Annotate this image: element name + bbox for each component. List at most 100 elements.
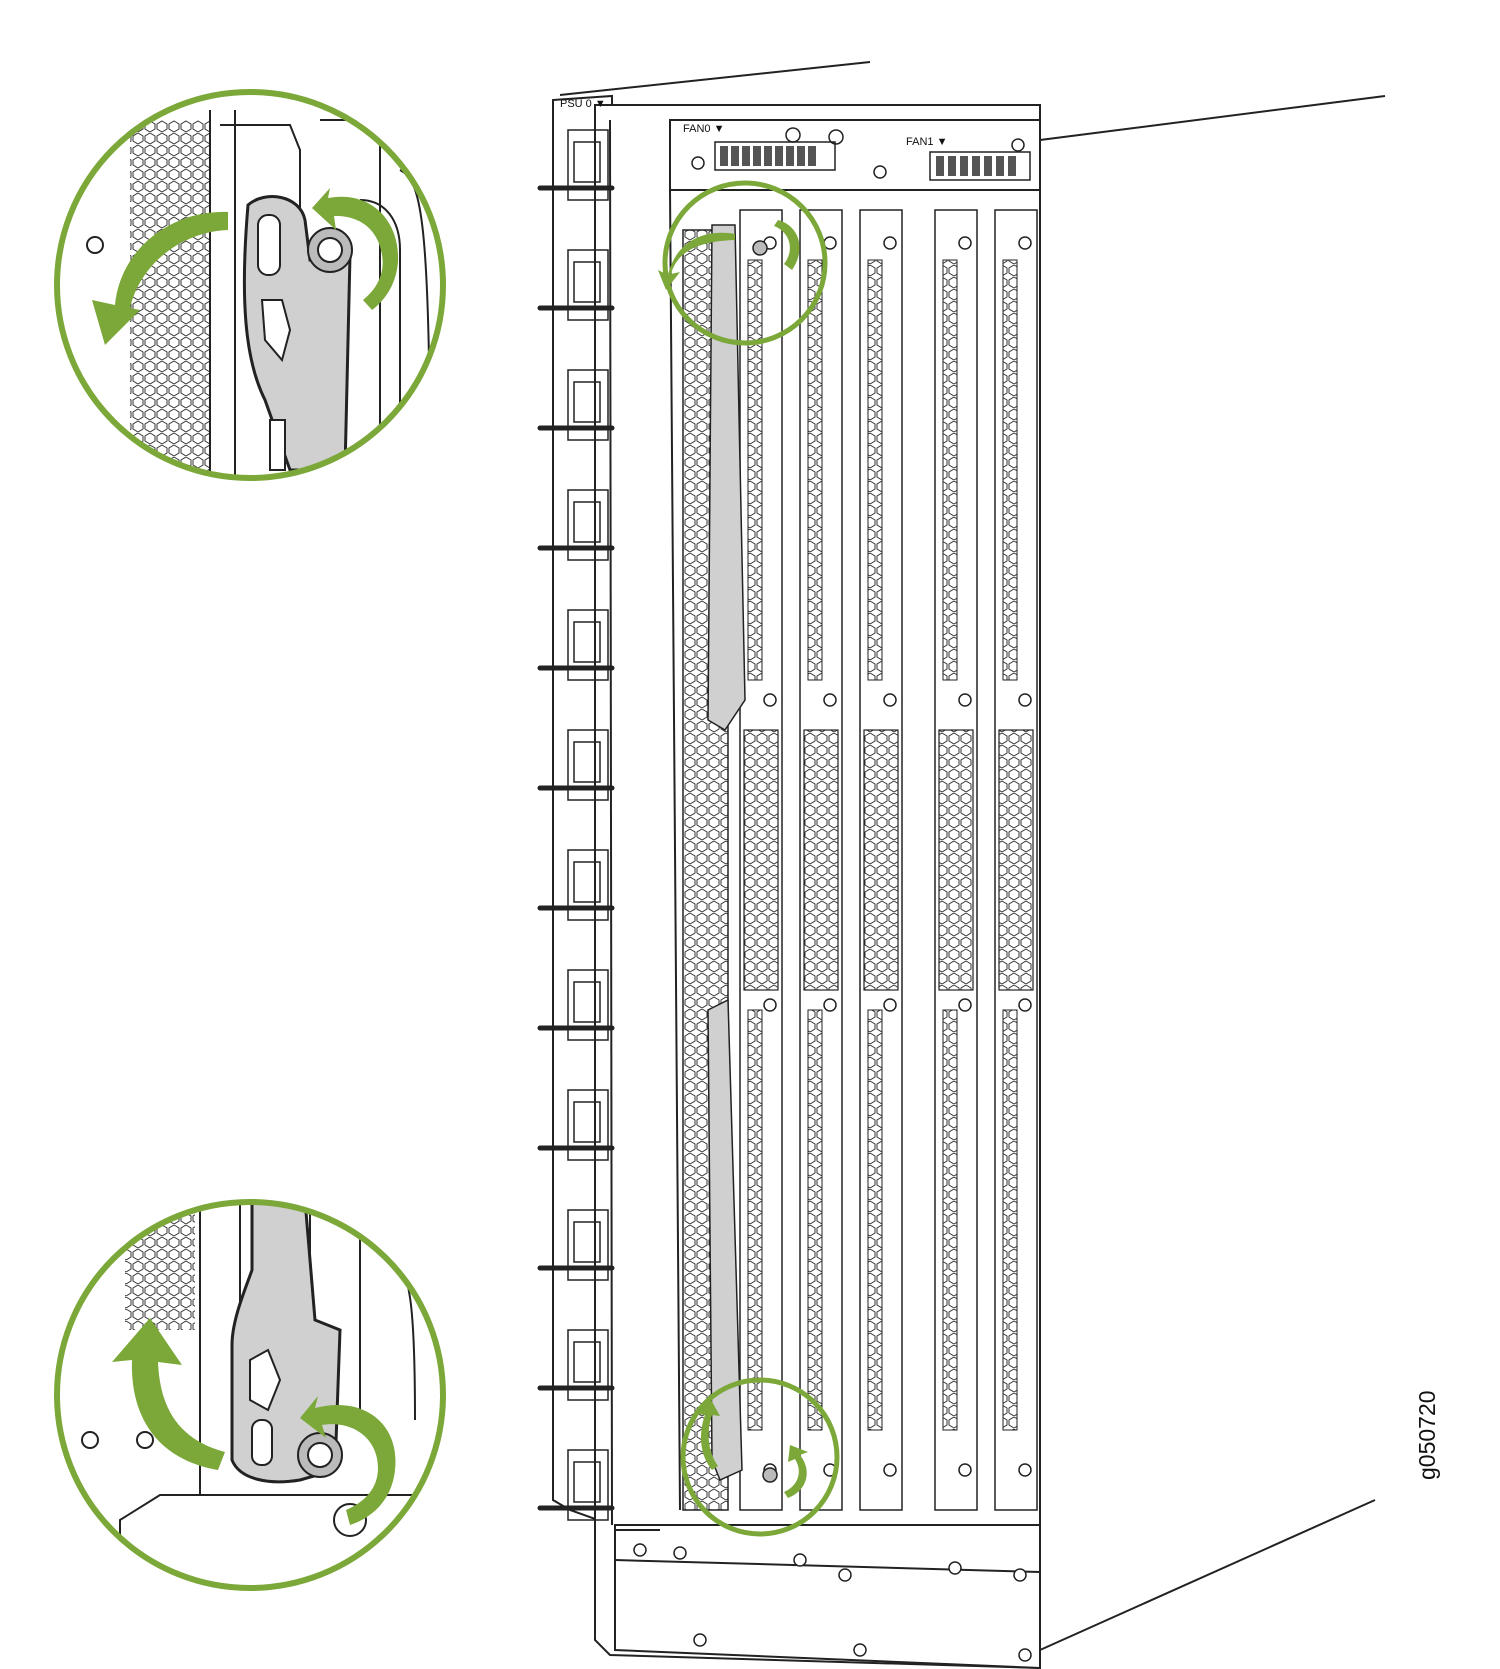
captive-screw <box>1018 236 1032 250</box>
captive-screw <box>883 998 897 1012</box>
captive-screw <box>958 1463 972 1477</box>
psu-vent <box>573 861 601 903</box>
psu-vent <box>573 981 601 1023</box>
captive-screw <box>823 693 837 707</box>
callout-small-bottom <box>680 1377 840 1537</box>
card-vent-lower <box>942 1009 958 1431</box>
card-vent-upper <box>807 259 823 681</box>
captive-screw <box>958 236 972 250</box>
fan-grills <box>720 146 1016 176</box>
tray-screw <box>673 1546 687 1560</box>
curved-arrow-up-icon <box>698 1398 720 1470</box>
psu-module <box>567 1089 609 1161</box>
fan0-label: FAN0 ▼ <box>683 123 724 135</box>
fan-grill-bar <box>753 146 761 166</box>
ejector-lever-top <box>707 224 746 732</box>
captive-screw <box>883 1463 897 1477</box>
fan-tray <box>691 127 1031 181</box>
psu-vent <box>573 1341 601 1383</box>
tray-screw <box>1018 1648 1032 1662</box>
fan-grill-bar <box>972 156 980 176</box>
captive-screw <box>1018 998 1032 1012</box>
curved-arrow-screw-icon <box>774 220 800 270</box>
fan-grill-bar <box>960 156 968 176</box>
card-vent-lower <box>807 1009 823 1431</box>
captive-screw <box>763 998 777 1012</box>
captive-screw <box>883 236 897 250</box>
psu-module <box>567 849 609 921</box>
psu-vent <box>573 1101 601 1143</box>
captive-screw <box>823 998 837 1012</box>
detail-view-bottom <box>54 1199 446 1591</box>
psu-module <box>567 489 609 561</box>
fan-grill-bar <box>786 146 794 166</box>
ejector-lever-bottom <box>707 998 743 1482</box>
captive-screw <box>1018 1463 1032 1477</box>
fan-grill-bar <box>742 146 750 166</box>
psu-vent <box>573 141 601 183</box>
tray-screw <box>838 1568 852 1582</box>
fan-grill-bar <box>1008 156 1016 176</box>
curved-arrow-left-down-icon <box>658 232 735 290</box>
psu-module <box>567 1329 609 1401</box>
fan-grill-bar <box>797 146 805 166</box>
captive-screw <box>752 240 768 256</box>
figure-id-label: g050720 <box>1414 1390 1440 1480</box>
captive-screw <box>958 693 972 707</box>
fan1-label: FAN1 ▼ <box>906 136 947 148</box>
psu-module <box>567 369 609 441</box>
curved-arrow-screw-icon <box>312 188 399 310</box>
callout-small-top <box>662 180 828 346</box>
tray-screw <box>633 1543 647 1557</box>
tray-screw <box>1013 1568 1027 1582</box>
psu-label: PSU 0 ▼ <box>560 98 606 110</box>
card-vent-lower <box>867 1009 883 1431</box>
captive-screw <box>1018 693 1032 707</box>
tray-screw <box>693 1633 707 1647</box>
fan-grill-bar <box>984 156 992 176</box>
psu-module <box>567 1449 609 1521</box>
fan-grill-bar <box>936 156 944 176</box>
card-vent-middle <box>938 729 974 991</box>
card-vent-upper <box>1002 259 1018 681</box>
card-vent-upper <box>942 259 958 681</box>
fan-grill-bar <box>720 146 728 166</box>
psu-module <box>567 609 609 681</box>
card-vent-upper <box>747 259 763 681</box>
curved-arrow-up-icon <box>112 1318 225 1470</box>
psu-vent <box>573 501 601 543</box>
psu-module <box>567 249 609 321</box>
psu-vent <box>573 381 601 423</box>
card-vent-middle <box>998 729 1034 991</box>
psu-module <box>567 1209 609 1281</box>
fan-grill-bar <box>996 156 1004 176</box>
psu-vent <box>573 261 601 303</box>
curved-arrow-left-down-icon <box>92 211 228 345</box>
psu-module <box>567 729 609 801</box>
tray-screw <box>853 1643 867 1657</box>
card-vent-upper <box>867 259 883 681</box>
fan-grill-bar <box>764 146 772 166</box>
psu-vent <box>573 621 601 663</box>
curved-arrow-screw-icon <box>300 1396 396 1525</box>
fan-grill-bar <box>731 146 739 166</box>
card-vent-lower <box>1002 1009 1018 1431</box>
fan-grill-bar <box>948 156 956 176</box>
card-vent-lower <box>747 1009 763 1431</box>
detail-view-top <box>54 89 446 481</box>
card-slots <box>707 209 1038 1511</box>
fan-grill-bar <box>808 146 816 166</box>
psu-vent <box>573 1461 601 1503</box>
captive-screw <box>762 1467 778 1483</box>
card-vent-middle <box>743 729 779 991</box>
tray-screws <box>633 1543 1032 1662</box>
curved-arrow-screw-icon <box>784 1445 808 1498</box>
fan-grill-bar <box>775 146 783 166</box>
card-vent-middle <box>803 729 839 991</box>
captive-screw <box>763 693 777 707</box>
captive-screw <box>958 998 972 1012</box>
psu-vent <box>573 741 601 783</box>
psu-module <box>567 969 609 1041</box>
psu-vent <box>573 1221 601 1263</box>
